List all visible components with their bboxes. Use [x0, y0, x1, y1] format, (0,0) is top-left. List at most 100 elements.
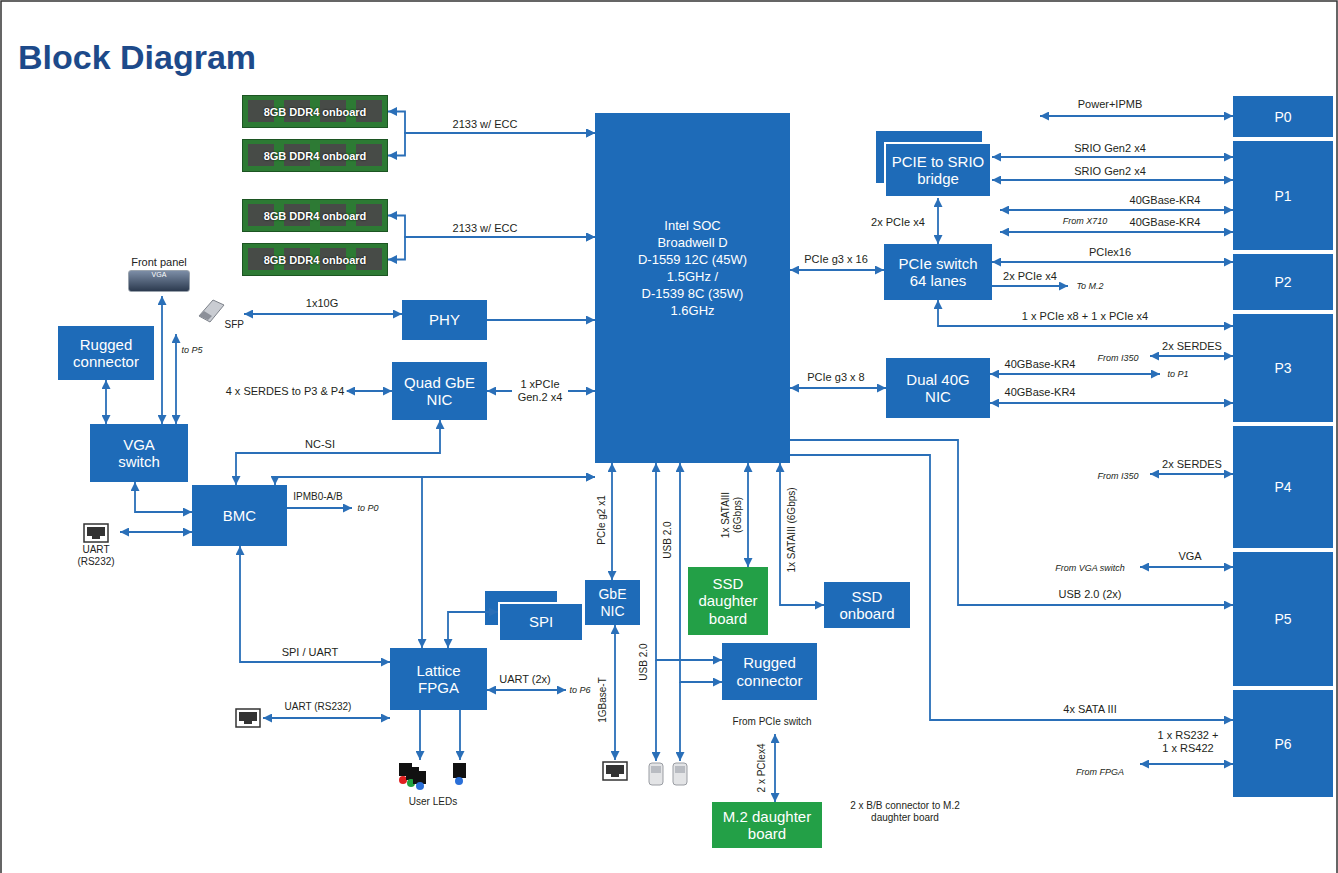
bus-connector — [790, 440, 1233, 605]
node-text: 8GB DDR4 onboard — [249, 150, 381, 162]
usb-plug — [651, 766, 661, 773]
note-label: 40GBase-KR4 — [1128, 194, 1203, 207]
signal-line — [175, 334, 177, 424]
signal-line — [1000, 231, 1233, 233]
node-text: Rugged connector — [728, 654, 811, 689]
note-label: User LEDs — [407, 796, 459, 808]
note-label-box: to P1 — [1165, 369, 1190, 379]
signal-line — [287, 507, 352, 509]
note-label: to P5 — [179, 345, 204, 355]
node-text: PCIE to SRIO bridge — [889, 153, 987, 188]
chip-block: Dual 40G NIC — [886, 358, 990, 418]
node-text: D-1539 8C (35W) 1.6GHz — [636, 286, 750, 320]
bus-connector — [236, 420, 440, 485]
chip-block: GbE NIC — [585, 580, 640, 625]
edge-label: SPI / UART — [280, 646, 341, 659]
bus-connector — [135, 482, 192, 512]
note-label-box: to P0 — [355, 503, 380, 513]
chip-block: PCIE to SRIO bridge — [884, 142, 992, 198]
bus-connector — [992, 156, 1233, 158]
edge-label: 2x PCIe x4 — [869, 216, 927, 229]
edge-label-box: 2x PCIe x4 — [869, 216, 927, 229]
signal-line — [1140, 763, 1233, 765]
note-label: 2x PCIe x4 — [1001, 270, 1059, 283]
edge-label-box: SRIO Gen2 x4 — [1072, 165, 1148, 178]
signal-line — [679, 682, 681, 761]
bus-connector — [120, 531, 192, 533]
note-label: To M.2 — [1074, 281, 1105, 291]
memory-module: 8GB DDR4 onboard — [242, 139, 388, 172]
signal-line — [1150, 473, 1233, 475]
note-label-box: 1GBase-T — [597, 675, 609, 725]
usb-plug — [675, 766, 685, 773]
note-label: IPMB0-A/B — [291, 491, 344, 503]
led-lens — [416, 782, 424, 790]
bus-connector — [388, 237, 595, 260]
led-lens — [455, 777, 463, 785]
uart-port: UART (RS232) — [72, 523, 120, 571]
soc-chip: Intel SOC Broadwell DD-1559 12C (45W) 1.… — [595, 113, 790, 463]
note-label-box: 2 x PCIex4 — [756, 742, 768, 795]
backplane-connector: P5 — [1233, 552, 1333, 686]
note-label-box: From VGA switch — [1053, 563, 1127, 573]
node-text: D-1559 12C (45W) 1.5GHz / — [636, 252, 750, 286]
edge-label: USB 2.0 — [638, 641, 650, 682]
chip-block: BMC — [192, 485, 287, 546]
chip-block: PHY — [402, 300, 487, 340]
signal-line — [655, 660, 657, 761]
daughter-board: SSD daughter board — [688, 567, 768, 635]
note-label: 40GBase-KR4 — [1128, 216, 1203, 229]
node-text: P5 — [1235, 611, 1331, 627]
bus-connector — [790, 387, 886, 389]
vga-port: Front panelVGA — [128, 256, 190, 296]
note-label-box: 4 x SERDES to P3 & P4 — [224, 385, 347, 398]
node-text: SPI — [506, 613, 576, 630]
bus-connector — [448, 612, 498, 648]
led — [453, 763, 466, 778]
edge-label-box: USB 2.0 (2x) — [1057, 588, 1124, 601]
edge-label-box: USB 2.0 — [662, 519, 674, 560]
bus-connector — [611, 463, 613, 580]
note-label: 2x SERDES — [1160, 458, 1224, 471]
node-text: Quad GbE NIC — [398, 374, 481, 409]
note-label-box: From X710 — [1061, 216, 1110, 226]
signal-line — [1040, 115, 1233, 117]
edge-label: PCIex16 — [1087, 246, 1133, 259]
chip-block: Rugged connector — [722, 643, 817, 700]
bus-connector — [388, 133, 595, 156]
edge-label-box: USB 2.0 — [638, 641, 650, 682]
edge-label: 4x SATA III — [1061, 703, 1118, 716]
node-text: P4 — [1235, 479, 1331, 495]
signal-line — [990, 373, 1160, 375]
edge-label: SRIO Gen2 x4 — [1072, 142, 1148, 155]
edge-label-box: SPI / UART — [280, 646, 341, 659]
signal-line — [1140, 566, 1233, 568]
edge-label: 1x10G — [304, 297, 340, 310]
note-label: 2 x PCIex4 — [756, 742, 768, 795]
signal-line — [487, 689, 566, 691]
edge-label-box: 40GBase-KR4 — [1003, 386, 1078, 399]
bus-connector — [161, 296, 163, 424]
note-label: From FPGA — [1074, 767, 1126, 777]
led-lens — [399, 776, 407, 784]
note-label-box: From FPGA — [1074, 767, 1126, 777]
edge-label-box: PCIe g3 x 16 — [802, 253, 870, 266]
note-label: to P0 — [355, 503, 380, 513]
edge-label: 1x SATAIII (6Gbps) — [720, 485, 743, 545]
note-label: 2 x B/B connector to M.2 daughter board — [830, 800, 980, 823]
edge-label: 1 x PCIe x8 + 1 x PCIe x4 — [1020, 310, 1150, 323]
bus-connector — [790, 269, 884, 271]
usb-body — [649, 763, 663, 785]
node-text: VGA — [128, 270, 190, 292]
note-label: 40GBase-KR4 — [1003, 358, 1078, 371]
note-label: 1GBase-T — [597, 675, 609, 725]
signal-line — [459, 710, 461, 760]
note-label-box: 40GBase-KR4 — [1003, 358, 1078, 371]
note-label: 2x SERDES — [1160, 340, 1224, 353]
note-label-box: To M.2 — [1074, 281, 1105, 291]
rj45-icon — [236, 709, 260, 727]
bus-connector — [244, 313, 402, 315]
edge-label-box: 2133 w/ ECC — [451, 118, 520, 131]
chip-block: VGA switch — [90, 424, 188, 482]
node-text: P2 — [1235, 274, 1331, 290]
